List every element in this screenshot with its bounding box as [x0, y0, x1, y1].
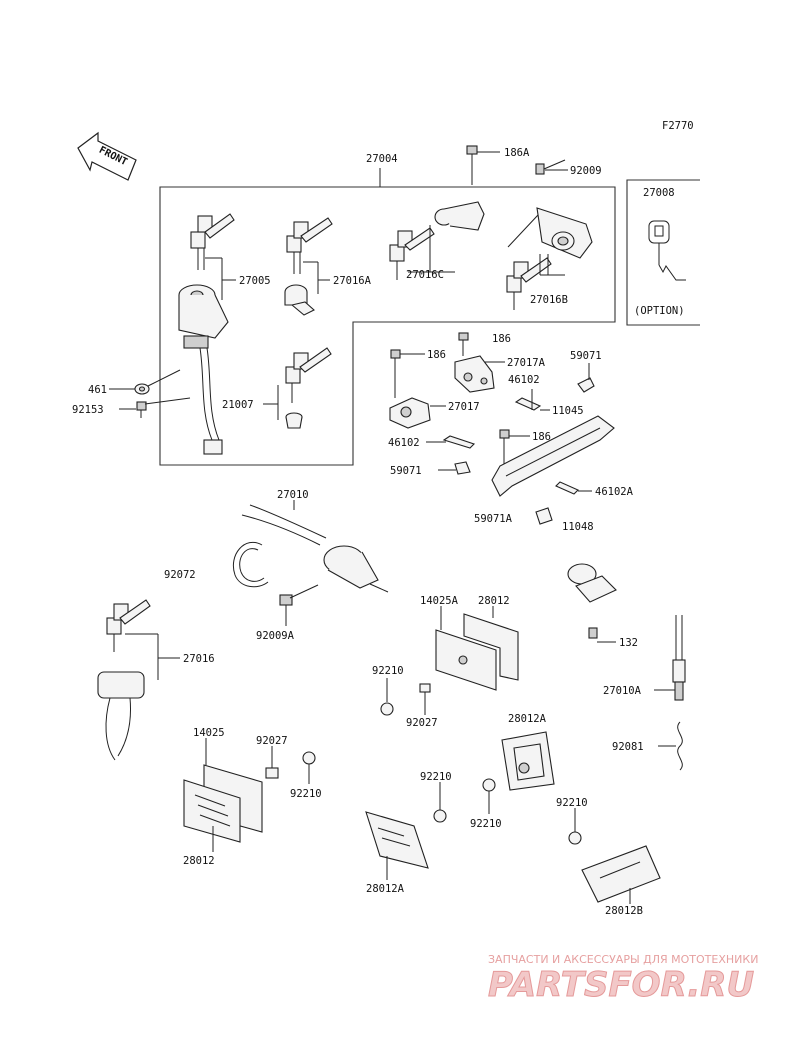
- label-186-top: 186: [492, 333, 511, 345]
- spacer-92027-left: [265, 767, 279, 779]
- option-label: (OPTION): [634, 305, 685, 317]
- label-28012-bottom: 28012: [183, 855, 215, 867]
- label-21007: 21007: [222, 399, 254, 411]
- label-14025: 14025: [193, 727, 225, 739]
- lock-set-27016B: [506, 207, 593, 310]
- band-92072: [233, 541, 269, 588]
- label-92009: 92009: [570, 165, 602, 177]
- switch-27010: [241, 504, 389, 593]
- label-92153: 92153: [72, 404, 104, 416]
- label-92072: 92072: [164, 569, 196, 581]
- label-27016B: 27016B: [530, 294, 568, 306]
- label-28012A-top: 28012A: [508, 713, 547, 725]
- key-set-27016A: [284, 217, 333, 316]
- key-set-27016: [97, 599, 151, 761]
- nut-92210-center: [433, 809, 447, 823]
- label-46102-lower: 46102: [388, 437, 420, 449]
- ignition-switch: [178, 284, 229, 455]
- screw-92153: [136, 401, 147, 418]
- label-46102A: 46102A: [595, 486, 634, 498]
- lamp-lens-28012B: [581, 845, 661, 903]
- option-box-27008: [626, 179, 700, 326]
- label-11045: 11045: [552, 405, 584, 417]
- bolt-186-left: [390, 349, 425, 398]
- label-46102: 46102: [508, 374, 540, 386]
- label-27010: 27010: [277, 489, 309, 501]
- spring-92081: [677, 721, 683, 771]
- lamp-lens-28012A-bottom: [365, 811, 429, 869]
- label-92009A: 92009A: [256, 630, 295, 642]
- lamp-14025: [183, 764, 263, 843]
- key-set-21007: [285, 347, 332, 429]
- label-59071-lower: 59071: [390, 465, 422, 477]
- label-14025A: 14025A: [420, 595, 459, 607]
- bracket-11045: [514, 397, 542, 411]
- washer-461: [134, 383, 150, 395]
- screw-92009: [535, 159, 568, 175]
- label-27010A: 27010A: [603, 685, 642, 697]
- nut-92210-mid-right: [482, 778, 496, 792]
- label-27017: 27017: [448, 401, 480, 413]
- screw-92009A: [279, 584, 319, 606]
- nut-92210-middle: [380, 702, 394, 716]
- label-92210-left: 92210: [290, 788, 322, 800]
- label-28012B: 28012B: [605, 905, 643, 917]
- label-92027-left: 92027: [256, 735, 288, 747]
- front-arrow-icon: FRONT: [77, 131, 137, 181]
- bracket-27017: [389, 397, 431, 429]
- label-27017A: 27017A: [507, 357, 546, 369]
- label-186A: 186A: [504, 147, 530, 159]
- label-27008: 27008: [643, 187, 675, 199]
- label-92027-middle: 92027: [406, 717, 438, 729]
- label-92210-right: 92210: [556, 797, 588, 809]
- label-186-right: 186: [532, 431, 551, 443]
- label-92210-center: 92210: [420, 771, 452, 783]
- watermark-tagline: ЗАПЧАСТИ И АКСЕССУАРЫ ДЛЯ МОТОТЕХНИКИ: [488, 953, 758, 966]
- label-59071: 59071: [570, 350, 602, 362]
- label-59071A: 59071A: [474, 513, 513, 525]
- label-27004: 27004: [366, 153, 398, 165]
- label-11048: 11048: [562, 521, 594, 533]
- label-92081: 92081: [612, 741, 644, 753]
- nut-92210-right: [568, 831, 582, 845]
- watermark-logo: PARTSFOR.RU: [488, 965, 754, 1005]
- label-92210-mid-right: 92210: [470, 818, 502, 830]
- bracket-27017A: [454, 355, 495, 393]
- label-27016: 27016: [183, 653, 215, 665]
- label-28012A-bottom: 28012A: [366, 883, 405, 895]
- diagram-code: F2770: [662, 120, 694, 132]
- bracket-132: [567, 563, 617, 639]
- clip-59071: [577, 363, 595, 393]
- bracket-46102A: [555, 481, 579, 495]
- clip-59071-lower: [454, 461, 471, 475]
- label-27016A: 27016A: [333, 275, 372, 287]
- bracket-46102: [442, 435, 476, 449]
- lamp-housing-14025A: [435, 613, 519, 691]
- clip-59071A: [535, 507, 553, 525]
- label-92210-middle: 92210: [372, 665, 404, 677]
- bolt-186-top: [458, 332, 469, 356]
- spacer-92027-middle: [419, 683, 431, 693]
- label-28012-top: 28012: [478, 595, 510, 607]
- label-186-left: 186: [427, 349, 446, 361]
- switch-27010A: [672, 615, 686, 701]
- assembly-box-27004: [159, 168, 616, 466]
- lamp-lens-28012A-top: [501, 731, 555, 791]
- label-27005: 27005: [239, 275, 271, 287]
- nut-92210-left: [302, 751, 316, 765]
- label-461: 461: [88, 384, 107, 396]
- label-132: 132: [619, 637, 638, 649]
- label-27016C: 27016C: [406, 269, 444, 281]
- key-set-27005: [190, 213, 235, 270]
- bolt-186A: [466, 145, 500, 185]
- seat-lock-27016C: [389, 201, 485, 280]
- mounting-bracket: [491, 415, 615, 497]
